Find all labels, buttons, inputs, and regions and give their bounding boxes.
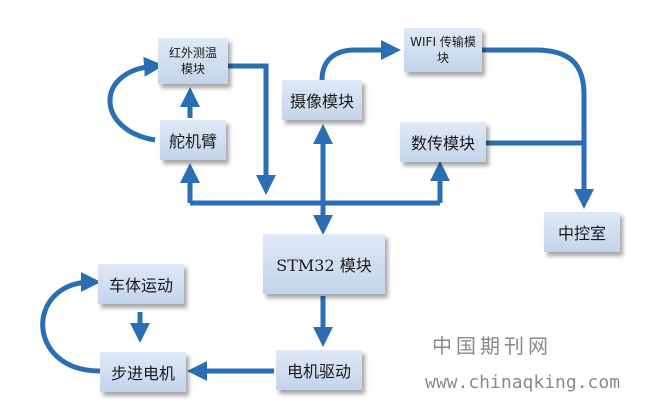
- stm32-module: STM32 模块: [263, 234, 385, 294]
- loop-arrow-stepper-to-body: [40, 272, 101, 374]
- watermark-url: www.chinaqking.com: [425, 372, 621, 393]
- arrow-camera-to-wifi: [319, 40, 401, 81]
- watermark-name: 中国期刊网: [432, 334, 552, 358]
- arrow-wifi-to-control: [482, 47, 594, 209]
- datalink-module: 数传模块: [400, 122, 486, 162]
- arrow-ir-to-bus: [228, 63, 276, 195]
- control-room: 中控室: [544, 212, 620, 252]
- wifi-module: WIFI 传输模 块: [404, 28, 482, 72]
- motor-drive: 电机驱动: [276, 350, 362, 390]
- servo-arm: 舵机臂: [160, 120, 226, 160]
- stepper-motor: 步进电机: [100, 352, 186, 392]
- ir-temp-module: 红外测温 模块: [158, 38, 228, 84]
- loop-arrow-arm-to-ir: [107, 56, 164, 143]
- camera-module: 摄像模块: [282, 80, 362, 120]
- body-motion: 车体运动: [98, 264, 184, 304]
